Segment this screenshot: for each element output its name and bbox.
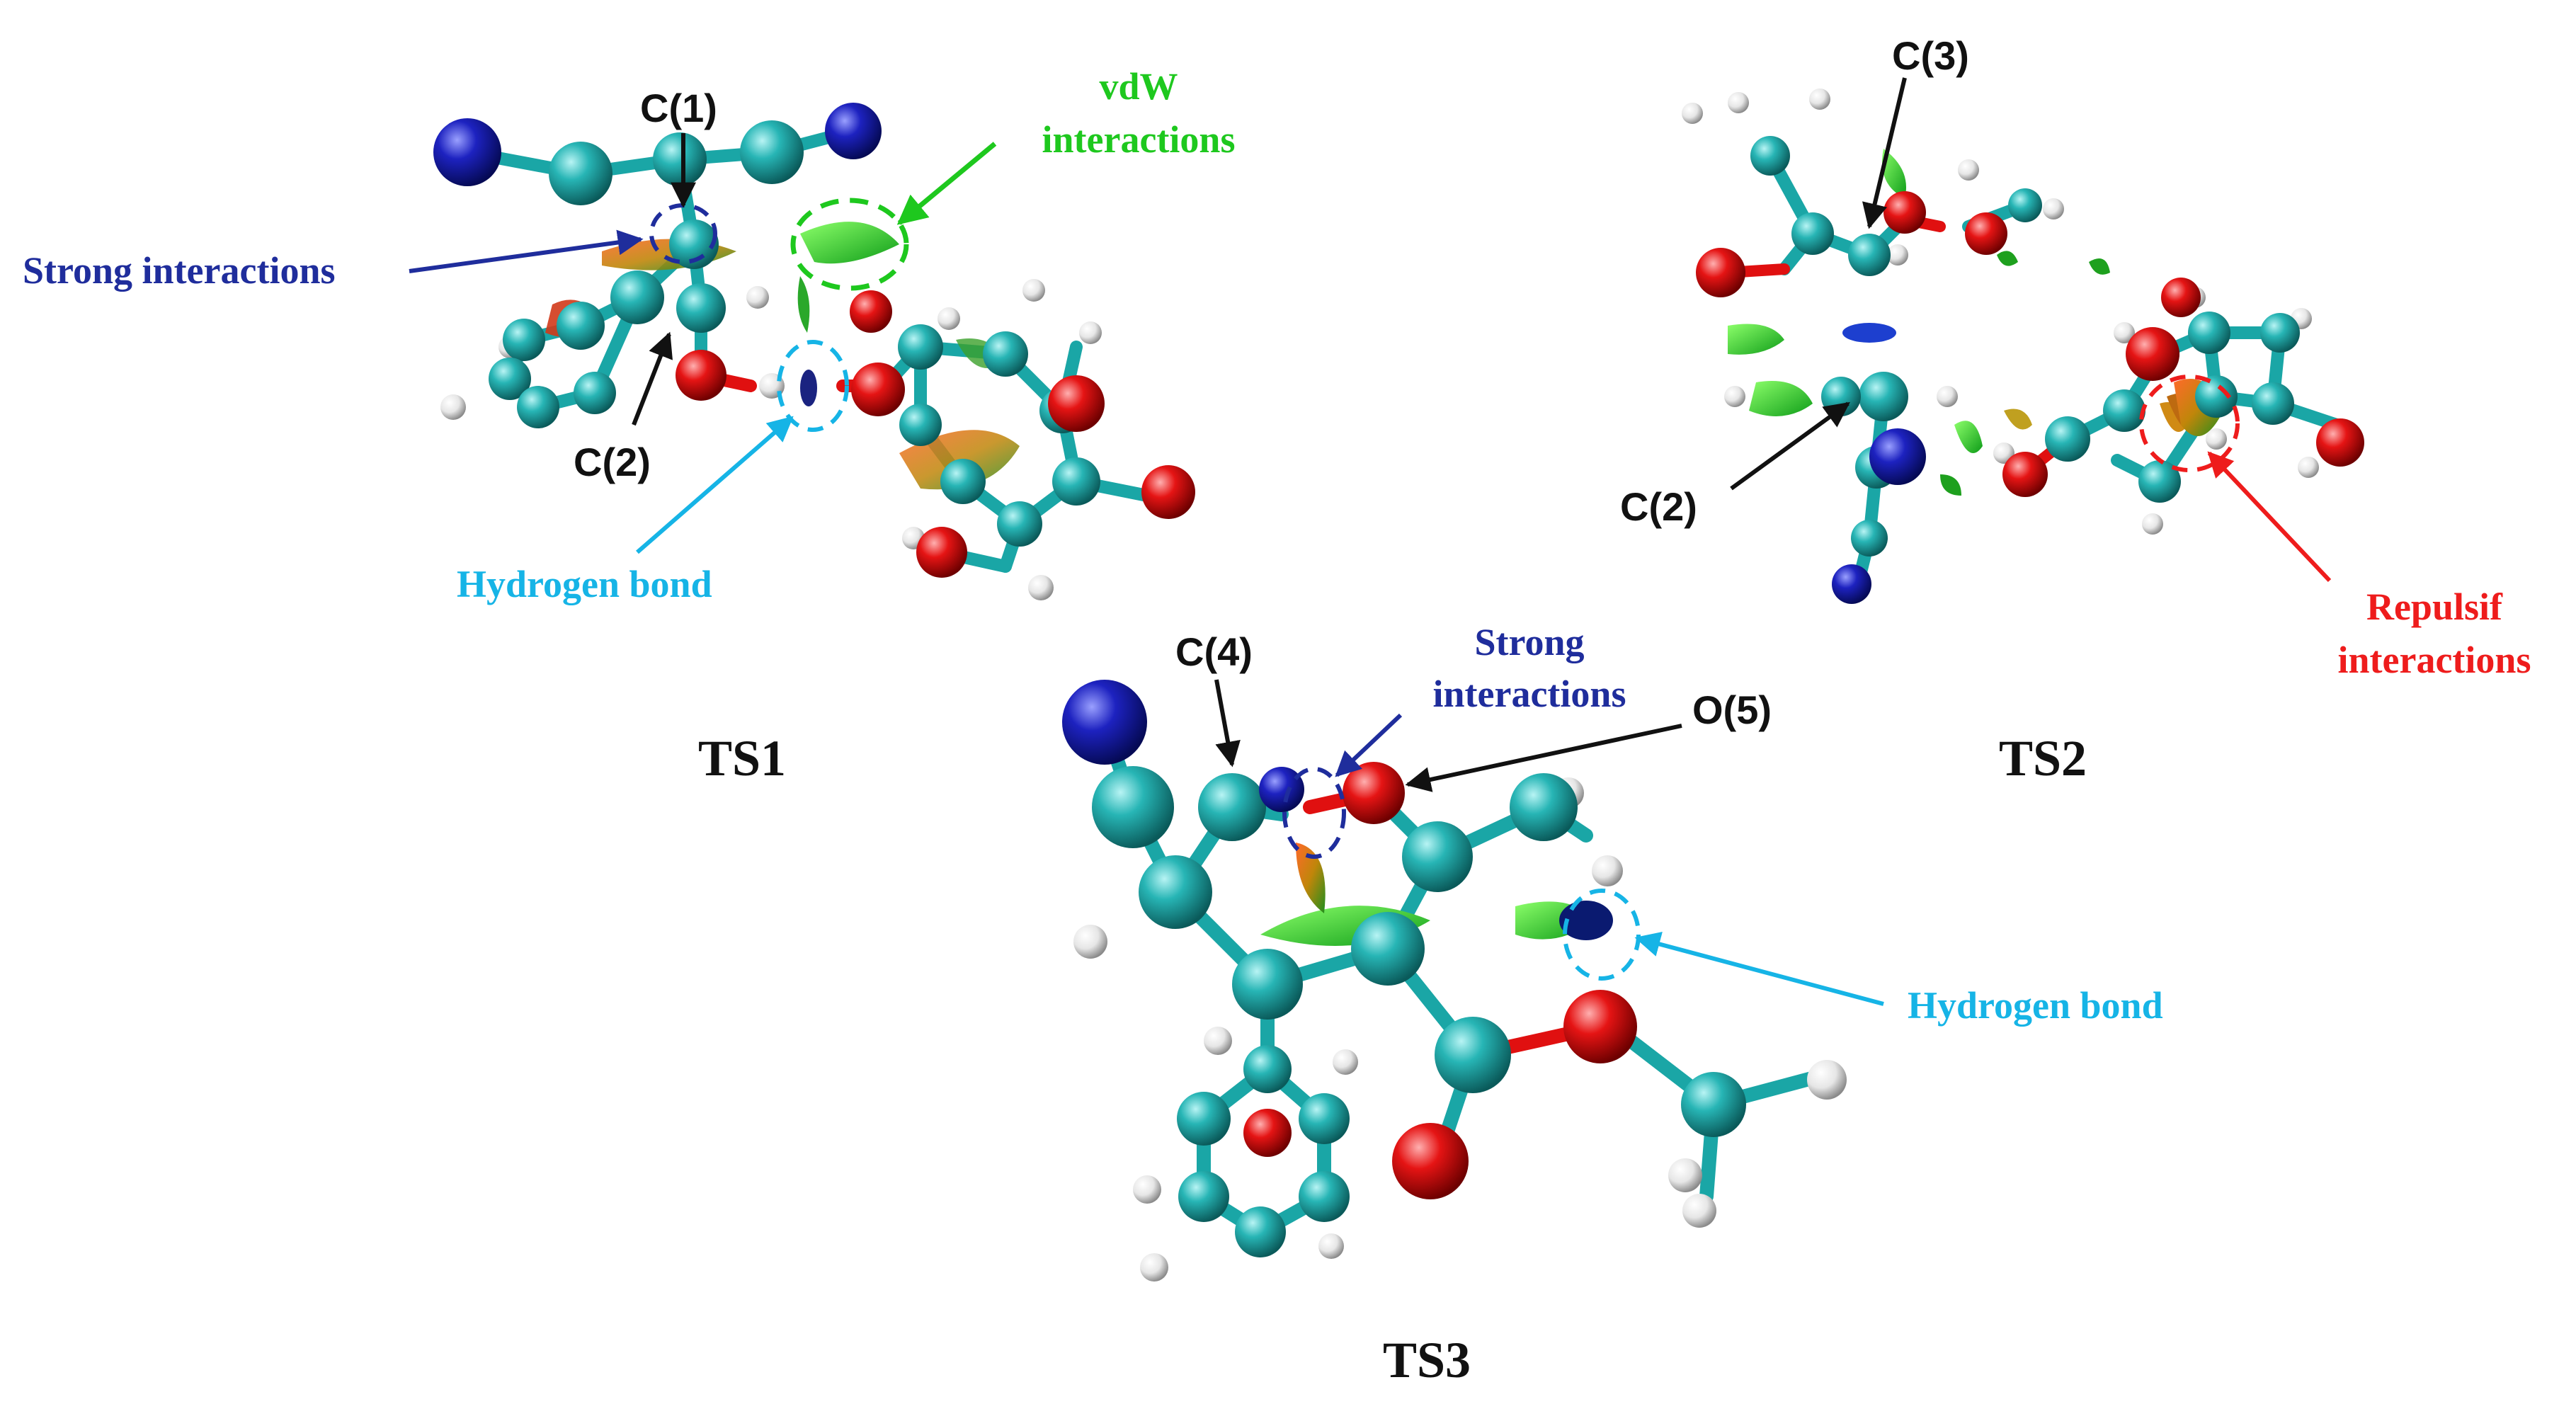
ts1-strong-interactions-arrow <box>409 229 644 273</box>
ts1-hydrogen-bond-arrow <box>636 416 794 554</box>
ts1-c2-arrow <box>632 331 673 426</box>
ts3-annotations: C(4) O(5) Strong interactions Hydrogen b… <box>1175 621 2163 1388</box>
ts3-title: TS3 <box>1383 1332 1471 1388</box>
ts1-title: TS1 <box>698 730 786 787</box>
ts1-molecule <box>433 103 1195 600</box>
ts2-annotations: C(3) C(2) Repulsif interactions TS2 <box>1620 33 2531 787</box>
ts1-atom-label-c2: C(2) <box>574 440 651 484</box>
ts3-strong-interactions-marker <box>1282 767 1346 859</box>
ts1-vdw-interactions-arrow <box>896 142 997 225</box>
ts2-atom-label-c2: C(2) <box>1620 484 1697 529</box>
ts3-strong-label-line2: interactions <box>1433 673 1626 715</box>
ts1-atom-label-c1: C(1) <box>640 86 717 130</box>
ts2-c3-arrow <box>1862 77 1907 229</box>
ts3-strong-interactions-arrow <box>1335 713 1403 777</box>
ts1-annotations: C(1) C(2) Strong interactions vdW intera… <box>23 65 1235 787</box>
ts2-repulsif-label-line2: interactions <box>2338 639 2531 681</box>
ts2-atom-label-c3: C(3) <box>1892 33 1969 78</box>
ts1-vdw-label-line2: interactions <box>1042 118 1236 161</box>
ts1-strong-interactions-label: Strong interactions <box>23 249 336 292</box>
ts2-repulsif-label-line1: Repulsif <box>2366 586 2503 628</box>
ts3-hydrogen-bond-arrow <box>1634 931 1884 1006</box>
ts3-strong-label-line1: Strong <box>1474 621 1584 663</box>
ts1-vdw-interactions-marker <box>790 198 909 291</box>
ts2-c2-arrow <box>1730 401 1850 491</box>
ts2-molecule <box>1682 89 2364 604</box>
ts3-c4-arrow <box>1214 679 1241 767</box>
ts3-molecule <box>1062 680 1847 1282</box>
ts1-vdw-label-line1: vdW <box>1099 65 1178 108</box>
ts3-atom-label-o5: O(5) <box>1692 687 1772 732</box>
ts3-atom-label-c4: C(4) <box>1175 629 1253 674</box>
ts2-title: TS2 <box>1999 730 2087 787</box>
ts2-repulsive-interactions-marker <box>2139 375 2240 472</box>
ts3-hydrogen-bond-label: Hydrogen bond <box>1908 984 2163 1027</box>
ts3-o5-arrow <box>1405 724 1682 792</box>
ts2-repulsive-interactions-arrow <box>2207 451 2332 583</box>
ts1-hydrogen-bond-marker <box>777 340 849 432</box>
ts1-hydrogen-bond-label: Hydrogen bond <box>457 563 712 605</box>
